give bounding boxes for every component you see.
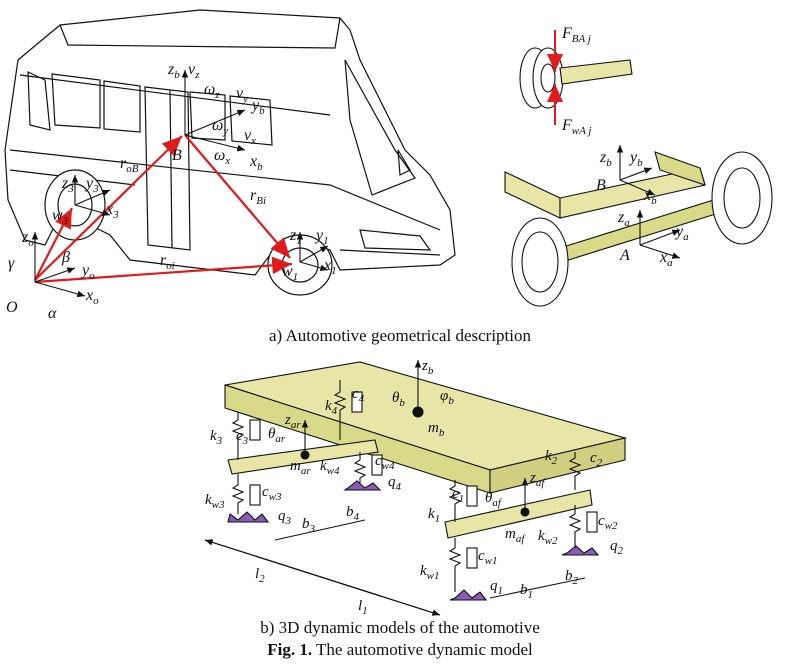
svg-text:k1: k1 xyxy=(428,506,440,525)
svg-text:cw3: cw3 xyxy=(262,484,282,503)
svg-text:kw3: kw3 xyxy=(205,492,225,511)
svg-text:b1: b1 xyxy=(520,582,533,601)
axle-detail xyxy=(504,145,773,307)
bus-drawing xyxy=(4,9,456,296)
svg-text:b4: b4 xyxy=(346,504,360,523)
road-q3 xyxy=(227,511,270,523)
caption-part-b: b) 3D dynamic models of the automotive xyxy=(260,618,540,637)
svg-text:θar: θar xyxy=(268,426,286,445)
svg-text:kw2: kw2 xyxy=(538,528,558,547)
svg-text:cw1: cw1 xyxy=(478,548,498,567)
label-alpha: α xyxy=(48,305,57,322)
svg-text:l1: l1 xyxy=(358,598,368,617)
svg-text:θaf: θaf xyxy=(485,490,503,509)
svg-text:b2: b2 xyxy=(565,568,579,587)
dynamic-model xyxy=(204,360,628,616)
svg-text:c1: c1 xyxy=(452,486,464,505)
figure-title: The automotive dynamic model xyxy=(316,640,533,659)
road-q2 xyxy=(561,545,600,556)
svg-text:kw1: kw1 xyxy=(420,563,440,582)
svg-text:k3: k3 xyxy=(210,428,223,447)
svg-text:cw2: cw2 xyxy=(598,513,618,532)
svg-text:q1: q1 xyxy=(490,578,503,597)
vector-r-oB xyxy=(34,135,183,281)
label-beta: β xyxy=(61,249,70,266)
position-vectors xyxy=(34,134,293,284)
figure-number: Fig. 1. xyxy=(267,640,313,659)
svg-text:yb: yb xyxy=(628,149,643,169)
figure-caption: Fig. 1. The automotive dynamic model xyxy=(0,640,800,660)
svg-text:q4: q4 xyxy=(388,474,402,493)
svg-text:ya: ya xyxy=(674,223,689,243)
force-detail xyxy=(519,30,633,125)
svg-text:kw4: kw4 xyxy=(320,458,340,477)
svg-text:FBA j: FBA j xyxy=(561,25,591,45)
vector-r-Bi xyxy=(184,134,291,259)
road-q4 xyxy=(343,480,382,491)
svg-text:maf: maf xyxy=(505,526,526,545)
svg-text:q3: q3 xyxy=(278,508,292,527)
label-xo: xo xyxy=(85,287,99,307)
svg-text:B: B xyxy=(596,177,606,194)
caption-part-a: a) Automotive geometrical description xyxy=(268,326,531,345)
svg-text:FwA j: FwA j xyxy=(561,117,591,137)
vector-r-oi xyxy=(34,256,293,284)
svg-text:A: A xyxy=(619,247,630,264)
svg-text:zb: zb xyxy=(599,149,612,169)
label-body-point: B xyxy=(172,147,182,164)
frame-axes-a xyxy=(31,70,329,298)
svg-text:l2: l2 xyxy=(255,566,265,585)
svg-text:xa: xa xyxy=(659,249,673,269)
label-origin: O xyxy=(6,299,18,316)
svg-text:zb: zb xyxy=(421,358,434,377)
svg-text:b3: b3 xyxy=(302,516,316,535)
road-q1 xyxy=(449,589,488,601)
label-gamma: γ xyxy=(8,255,15,272)
vector-to-wheel3 xyxy=(34,207,73,281)
front-axle xyxy=(444,489,593,539)
svg-text:q2: q2 xyxy=(610,538,624,557)
svg-text:za: za xyxy=(617,209,630,229)
